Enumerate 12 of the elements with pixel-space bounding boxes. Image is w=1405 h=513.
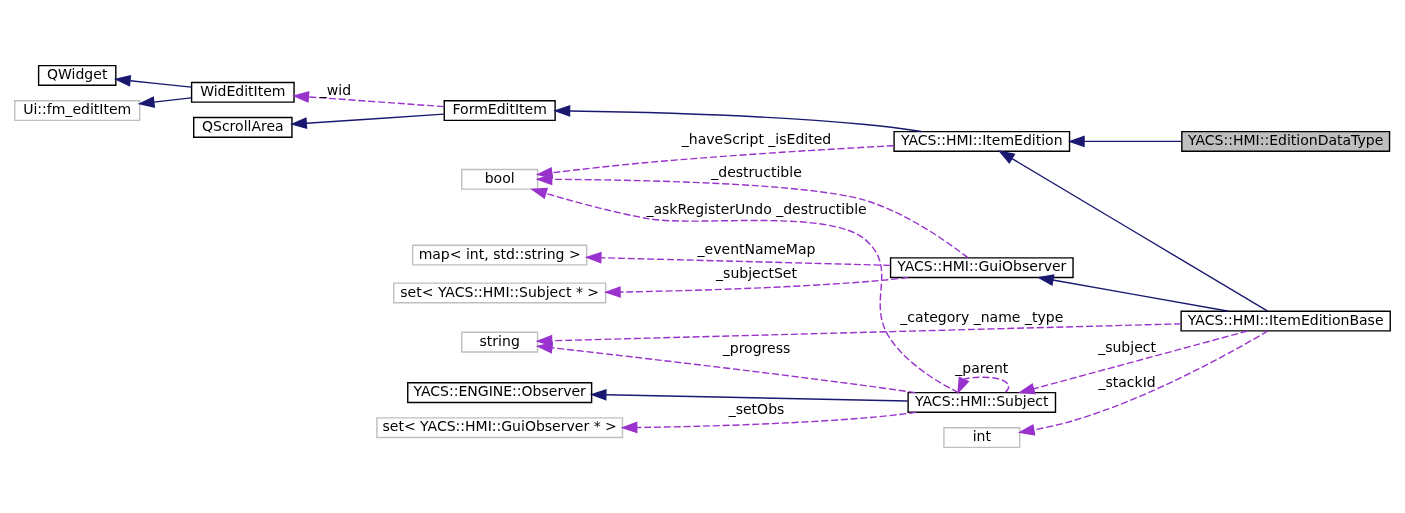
edge-label: _parent [955, 360, 1009, 376]
edge-label: _stackId [1098, 374, 1156, 391]
edge-label: _setObs [728, 400, 785, 417]
edge-label: _subject [1098, 338, 1156, 355]
edge-label: _progress [722, 340, 791, 357]
edge-label: _subjectSet [716, 264, 797, 281]
edge-label: _wid [319, 82, 352, 99]
edge-label: _haveScript _isEdited [681, 131, 832, 148]
edge-label: _destructible [711, 163, 802, 180]
edge-label: _eventNameMap [697, 240, 816, 257]
edge-label: _category _name _type [900, 309, 1064, 326]
edge-label: _askRegisterUndo _destructible [646, 201, 867, 218]
